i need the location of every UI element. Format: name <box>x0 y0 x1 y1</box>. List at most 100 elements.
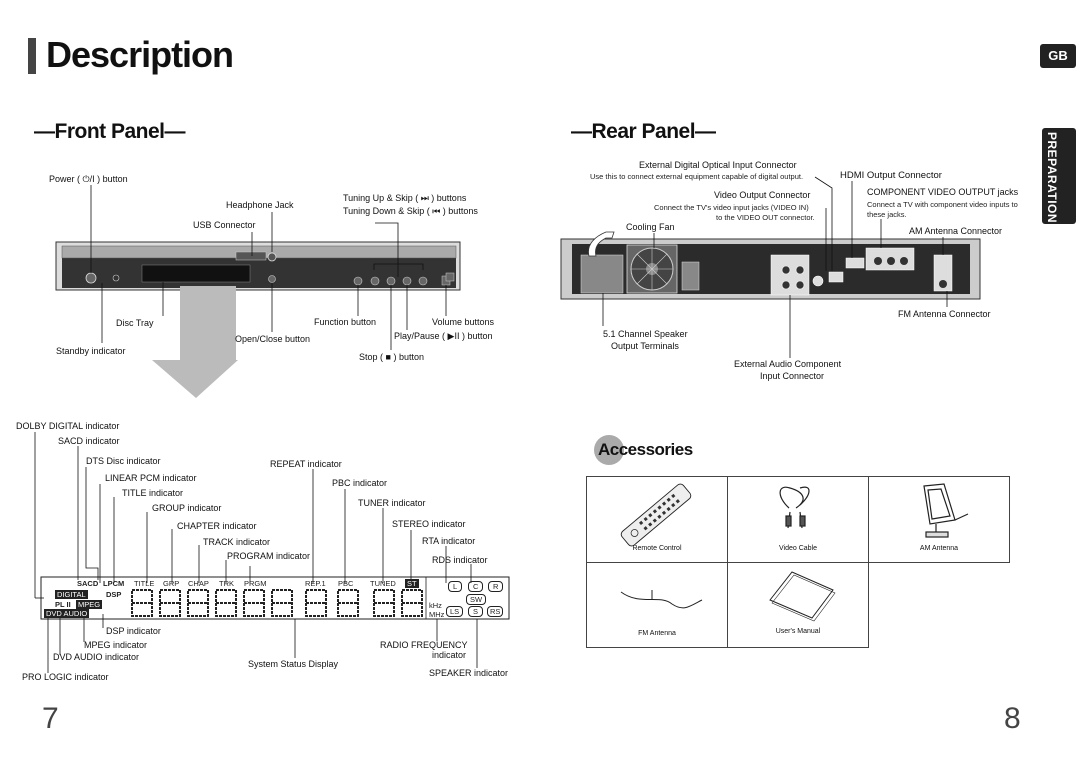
language-badge: GB <box>1040 44 1076 68</box>
video-cable-art <box>779 486 810 529</box>
panel-sacd: SACD <box>77 579 99 588</box>
panel-spk-c: C <box>468 581 484 592</box>
component-title: COMPONENT VIDEO OUTPUT jacks <box>867 187 1019 197</box>
accessory-remote-control: Remote Control <box>586 476 728 563</box>
dts-label: DTS Disc indicator <box>86 456 161 466</box>
page-number-right: 8 <box>1004 702 1021 735</box>
volume-buttons-label: Volume buttons <box>432 317 495 327</box>
dvd-audio-indicator-label: DVD AUDIO indicator <box>53 652 140 662</box>
program-indicator-label: PROGRAM indicator <box>227 551 311 561</box>
component-desc-2: these jacks. <box>867 210 907 219</box>
accessory-am-antenna: AM Antenna <box>868 476 1010 563</box>
panel-rep1: REP.1 <box>305 579 326 588</box>
video-out-desc-1: Connect the TV's video input jacks (VIDE… <box>654 203 809 212</box>
panel-spk-ls: LS <box>446 606 464 617</box>
chapter-indicator-label: CHAPTER indicator <box>177 521 257 531</box>
panel-lpcm: LPCM <box>103 579 125 588</box>
dolby-digital-label: DOLBY DIGITAL indicator <box>16 421 120 431</box>
tuning-down-label: Tuning Down & Skip ( ⏮ ) buttons <box>343 206 478 216</box>
accessories-heading: Accessories <box>598 440 693 459</box>
mpeg-indicator-label: MPEG indicator <box>84 640 148 650</box>
section-tab-label: PREPARATION <box>1045 132 1059 224</box>
video-out-title: Video Output Connector <box>714 190 811 200</box>
stereo-indicator-label: STEREO indicator <box>392 519 466 529</box>
page-title: Description <box>46 34 234 75</box>
radio-frequency-label: RADIO FREQUENCY <box>380 640 468 650</box>
group-indicator-label: GROUP indicator <box>152 503 222 513</box>
speaker-terminals-label-2: Output Terminals <box>611 341 679 351</box>
panel-spk-l: L <box>448 581 463 592</box>
tuner-indicator-label: TUNER indicator <box>358 498 426 508</box>
accessory-label: AM Antenna <box>919 545 959 552</box>
panel-tuned: TUNED <box>370 579 396 588</box>
fm-antenna-connector-label: FM Antenna Connector <box>898 309 991 319</box>
power-button-label: Power ( ⏻/I ) button <box>49 174 128 184</box>
fm-antenna-art <box>620 590 703 609</box>
accessory-label: Video Cable <box>778 545 817 552</box>
usb-connector-label: USB Connector <box>193 220 256 230</box>
pbc-indicator-label: PBC indicator <box>332 478 388 488</box>
pro-logic-label: PRO LOGIC indicator <box>22 672 109 682</box>
panel-spk-sw: SW <box>466 594 487 605</box>
panel-spk-r: R <box>488 581 504 592</box>
optical-desc: Use this to connect external equipment c… <box>590 172 804 181</box>
panel-khz: kHz <box>429 601 442 610</box>
panel-dsp: DSP <box>106 590 122 599</box>
am-antenna-connector-label: AM Antenna Connector <box>909 226 1003 236</box>
disc-tray-label: Disc Tray <box>116 318 154 328</box>
panel-chap: CHAP <box>188 579 209 588</box>
rds-indicator-label: RDS indicator <box>432 555 488 565</box>
ext-audio-label-2: Input Connector <box>760 371 825 381</box>
display-panel <box>40 576 510 620</box>
sacd-label: SACD indicator <box>58 436 120 446</box>
panel-spk-s: S <box>468 606 484 617</box>
panel-title: TITLE <box>134 579 155 588</box>
function-button-label: Function button <box>314 317 377 327</box>
rear-panel-heading: —Rear Panel— <box>571 120 716 143</box>
hdmi-label: HDMI Output Connector <box>840 170 942 181</box>
accessory-label: FM Antenna <box>638 630 676 637</box>
panel-pbc: PBC <box>338 579 354 588</box>
panel-prgm: PRGM <box>244 579 267 588</box>
accessory-label: Remote Control <box>632 545 682 552</box>
panel-st: ST <box>405 579 419 588</box>
open-close-label: Open/Close button <box>235 334 311 344</box>
remote-control-art <box>620 483 692 547</box>
component-desc-1: Connect a TV with component video inputs… <box>867 200 1018 209</box>
video-out-desc-2: to the VIDEO OUT connector. <box>716 213 815 222</box>
accessory-video-cable: Video Cable <box>727 476 869 563</box>
panel-spk-rs: RS <box>487 606 504 617</box>
speaker-indicator-label: SPEAKER indicator <box>429 668 509 678</box>
speaker-terminals-label-1: 5.1 Channel Speaker <box>603 329 688 339</box>
users-manual-art <box>769 571 836 622</box>
play-pause-label: Play/Pause ( ▶II ) button <box>394 331 493 341</box>
page-number-left: 7 <box>42 702 59 735</box>
front-panel-heading: —Front Panel— <box>34 120 186 143</box>
panel-digital: DIGITAL <box>55 590 88 599</box>
panel-mpeg: MPEG <box>76 600 103 609</box>
panel-pl2: PL II <box>55 600 71 609</box>
panel-mhz: MHz <box>429 610 445 619</box>
rear-panel-device <box>560 238 981 300</box>
lpcm-label: LINEAR PCM indicator <box>105 473 197 483</box>
headphone-jack-label: Headphone Jack <box>226 200 294 210</box>
am-antenna-art <box>923 483 969 538</box>
panel-trk: TRK <box>219 579 234 588</box>
cooling-fan-label: Cooling Fan <box>626 222 675 232</box>
title-accent-bar <box>28 38 36 74</box>
front-panel-device <box>55 241 461 291</box>
segment-digits <box>131 589 423 617</box>
accessory-fm-antenna: FM Antenna <box>586 562 728 648</box>
ext-audio-label-1: External Audio Component <box>734 359 842 369</box>
standby-indicator-label: Standby indicator <box>56 346 126 356</box>
accessories-heading-disc <box>594 435 624 465</box>
optical-title: External Digital Optical Input Connector <box>639 160 797 170</box>
tuning-up-label: Tuning Up & Skip ( ⏭ ) buttons <box>343 193 467 203</box>
accessory-users-manual: User's Manual <box>727 562 869 648</box>
title-indicator-label: TITLE indicator <box>122 488 184 498</box>
track-indicator-label: TRACK indicator <box>203 537 271 547</box>
radio-frequency-label-2: indicator <box>432 650 467 660</box>
accessory-label: User's Manual <box>775 628 821 635</box>
repeat-indicator-label: REPEAT indicator <box>270 459 342 469</box>
